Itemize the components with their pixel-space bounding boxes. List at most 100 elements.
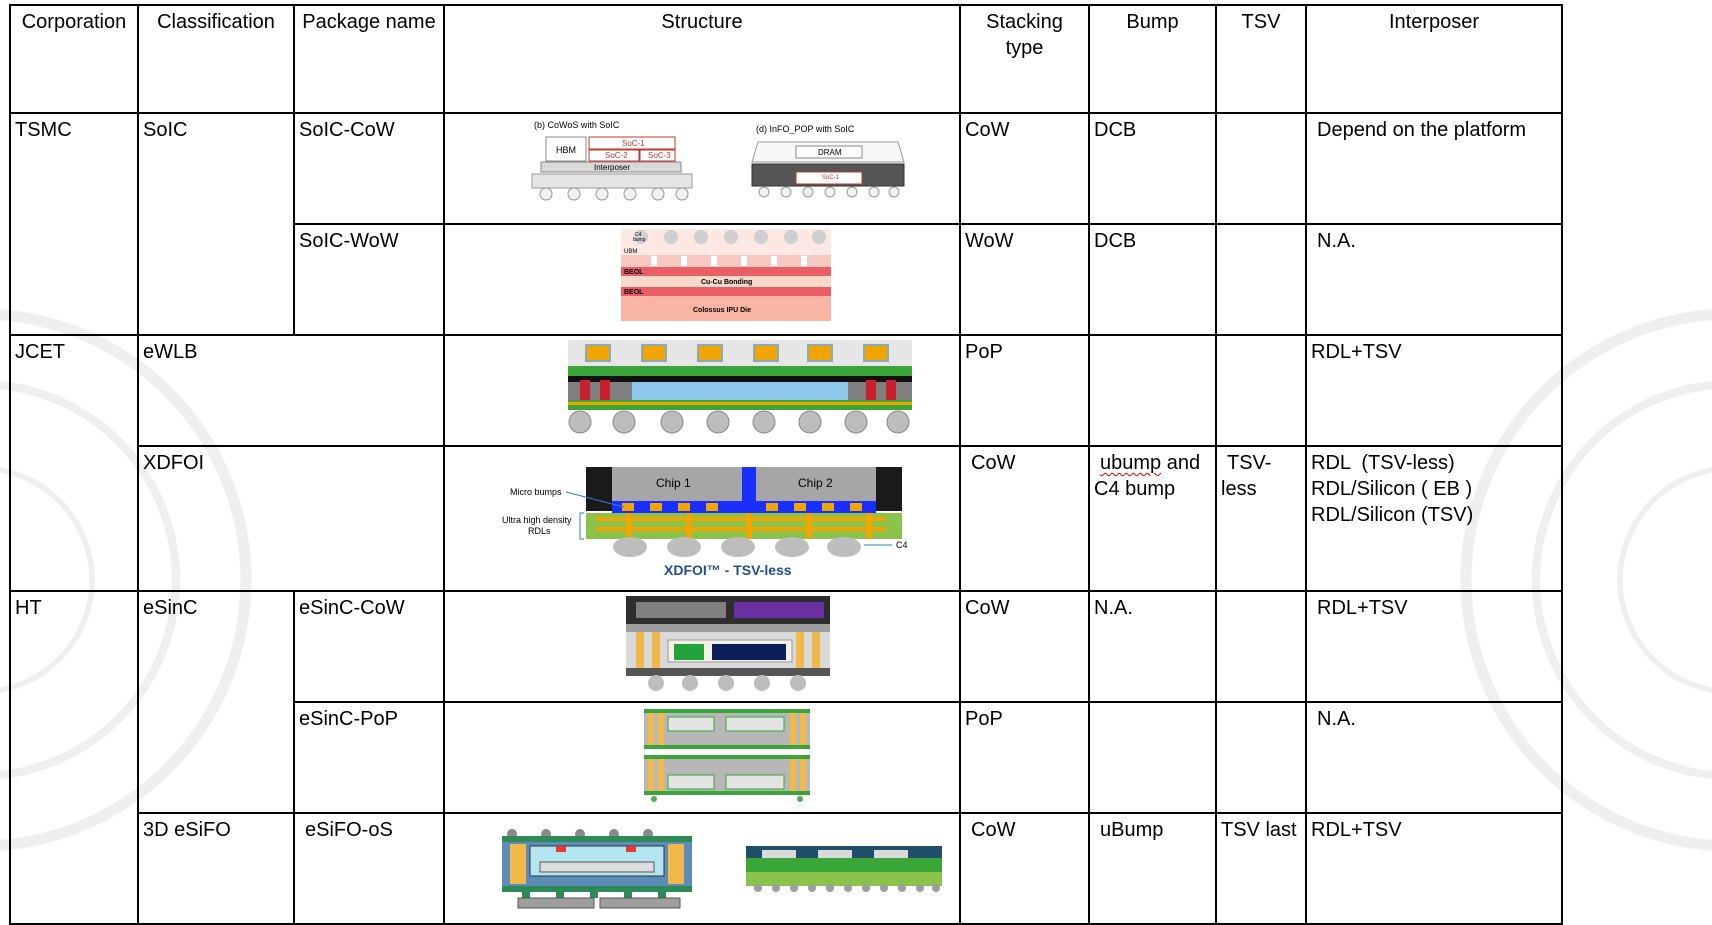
bump-label: bump [633, 237, 646, 243]
bump-line-2: C4 bump [1094, 478, 1176, 500]
beol-top-label: BEOL [624, 269, 644, 276]
bump-cell: ubump and C4 bump [1088, 445, 1217, 592]
chip1-label: Chip 1 [656, 476, 691, 490]
classification-cell: eWLB [137, 334, 445, 447]
stacking-type-cell: CoW [959, 112, 1090, 225]
beol-bottom-layer [621, 287, 831, 296]
package-name-cell: eSiFO-oS [293, 812, 445, 925]
soic-wow-structure-diagram: C4 bump UBM BEOL Cu-Cu Bonding BEOL Colo… [621, 229, 831, 321]
bump-cell: uBump [1088, 812, 1217, 925]
corporation-cell: TSMC [9, 112, 139, 336]
interposer-cell: RDL (TSV-less) RDL/Silicon ( EB ) RDL/Si… [1305, 445, 1563, 592]
corporation-cell: HT [9, 590, 139, 925]
interposer-line-1: RDL (TSV-less) [1311, 452, 1455, 474]
header-package-name: Package name [293, 4, 445, 114]
package-name-cell: eSinC-CoW [293, 590, 445, 703]
structure-cell: (b) CoWoS with SoIC HBM SoC-1 SoC-2 SoC-… [443, 112, 961, 225]
structure-cell: C4 bump UBM BEOL Cu-Cu Bonding BEOL Colo… [443, 223, 961, 336]
top-rdl [568, 366, 912, 376]
structure-cell [443, 334, 961, 447]
info-solder-balls [758, 186, 900, 198]
micro-bumps-leader [565, 491, 625, 508]
rdl-bracket [579, 512, 584, 540]
table-row: XDFOI Chip 1 Chip 2 [10, 445, 1563, 592]
table-row: TSMC SoIC SoIC-CoW (b) CoWoS with SoIC H… [9, 112, 1563, 336]
interposer-cell: RDL+TSV [1305, 334, 1563, 447]
xdfoi-structure-diagram: Chip 1 Chip 2 [502, 467, 908, 578]
cu-cu-layer [621, 276, 831, 287]
c4-bumps [613, 537, 861, 557]
header-stacking-type: Stacking type [959, 4, 1090, 114]
esifo-os-structure-diagram [502, 829, 942, 909]
bottom-rdl [626, 668, 830, 676]
lower-package [644, 755, 810, 795]
ipu-die-label: Colossus IPU Die [693, 307, 751, 314]
bump-line-1-rest: and [1161, 452, 1201, 474]
package-name-cell: eSinC-PoP [293, 701, 445, 814]
tsv-cell [1215, 701, 1307, 814]
top-die-grey [636, 602, 726, 618]
tsv-cell [1215, 590, 1307, 703]
tsv-cell: TSV last [1215, 812, 1307, 925]
soc1-die [588, 136, 676, 150]
rdl-traces [596, 513, 886, 539]
tsv-pillars [651, 256, 807, 266]
through-mold-vias [580, 380, 896, 402]
top-die-purple [734, 602, 824, 618]
tsv-cell [1215, 334, 1307, 447]
package-name-cell: SoIC-WoW [293, 223, 445, 336]
stacking-type-cell: PoP [959, 334, 1090, 447]
interposer-cell: RDL+TSV [1305, 590, 1563, 703]
structure-cell [443, 701, 961, 814]
bridge-fill [742, 467, 756, 507]
upper-package [644, 709, 810, 749]
stacking-type-cell: WoW [959, 223, 1090, 336]
rdl-traces [568, 402, 912, 405]
esifo-cross-section-right [746, 846, 942, 892]
xdfoi-caption: XDFOI™ - TSV-less [664, 562, 792, 578]
beol-bottom-label: BEOL [624, 289, 644, 296]
header-structure: Structure [443, 4, 961, 114]
navy-die [712, 644, 786, 660]
bump-cell [1088, 701, 1217, 814]
stacking-type-cell: CoW [959, 590, 1090, 703]
tsv-line-2: less [1221, 478, 1257, 500]
info-soc1-label: SoC-1 [822, 175, 840, 181]
micro-bumps [622, 503, 862, 511]
solder-balls [539, 187, 689, 201]
bump-cell: N.A. [1088, 590, 1217, 703]
tsv-cell [1215, 223, 1307, 336]
ewlb-structure-diagram [568, 340, 912, 434]
bottom-bumps [651, 796, 803, 802]
structure-cell [443, 590, 961, 703]
substrate [531, 173, 693, 189]
solder-balls [648, 675, 806, 691]
top-dies [585, 344, 889, 362]
interposer-line-3: RDL/Silicon (TSV) [1311, 504, 1474, 526]
table-row: JCET eWLB [9, 334, 1563, 592]
green-component [674, 644, 704, 660]
table-row: SoIC-WoW C4 bump UBM [10, 223, 1563, 336]
rdl-label-line1: Ultra high density [502, 515, 572, 525]
esinc-cow-structure-diagram [626, 596, 830, 691]
cowos-caption: (b) CoWoS with SoIC [534, 120, 620, 130]
header-classification: Classification [137, 4, 295, 114]
c4-bumps [634, 230, 826, 244]
structure-cell: Chip 1 Chip 2 [443, 445, 961, 592]
classification-cell: 3D eSiFO [137, 812, 295, 925]
interposer-cell: Depend on the platform [1305, 112, 1563, 225]
soc2-die [588, 149, 640, 162]
bump-line-1: ubump and [1094, 450, 1211, 476]
interposer-cell: RDL+TSV [1305, 812, 1563, 925]
stacking-type-cell: CoW [959, 812, 1090, 925]
soc1-label: SoC-1 [622, 139, 645, 148]
ubm-label: UBM [624, 249, 637, 255]
package-name-cell: SoIC-CoW [293, 112, 445, 225]
interposer-strip [626, 624, 830, 632]
tsv-layer [621, 255, 831, 267]
beol-top-layer [621, 267, 831, 276]
mold-left [586, 467, 612, 511]
header-interposer: Interposer [1305, 4, 1563, 114]
header-row: Corporation Classification Package name … [9, 4, 1563, 114]
chip1 [612, 467, 742, 503]
